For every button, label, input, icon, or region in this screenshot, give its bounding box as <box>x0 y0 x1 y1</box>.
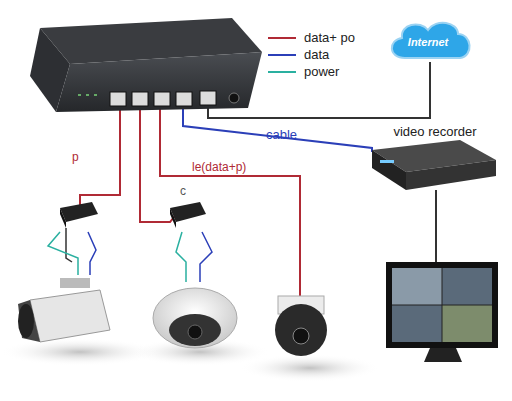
node-text: Internet <box>408 36 448 48</box>
dome-camera <box>153 288 237 348</box>
legend-entry: power <box>268 64 339 79</box>
legend-text: power <box>304 64 339 79</box>
legend-text: data+ po <box>304 30 355 45</box>
box-camera <box>18 278 110 342</box>
device-node: video recorder <box>372 122 498 140</box>
node-text: video recorder <box>393 124 476 139</box>
wire-label: le(data+p) <box>192 160 246 174</box>
legend-entry: data <box>268 47 329 62</box>
cloud-node: Internet <box>390 28 466 56</box>
legend-text: data <box>304 47 329 62</box>
legend-entry: data+ po <box>268 30 355 45</box>
poe-splitter <box>60 202 206 228</box>
legend-line <box>268 69 296 75</box>
poe-switch <box>30 18 262 112</box>
cloud-shape <box>392 23 470 58</box>
legend-line <box>268 52 296 58</box>
ptz-camera <box>275 296 327 356</box>
dvr-device <box>372 140 496 190</box>
monitor <box>386 262 498 362</box>
wire-label: cable <box>266 127 297 142</box>
legend-line <box>268 35 296 41</box>
wire-label: p <box>72 150 79 164</box>
wire-label: c <box>180 184 186 198</box>
